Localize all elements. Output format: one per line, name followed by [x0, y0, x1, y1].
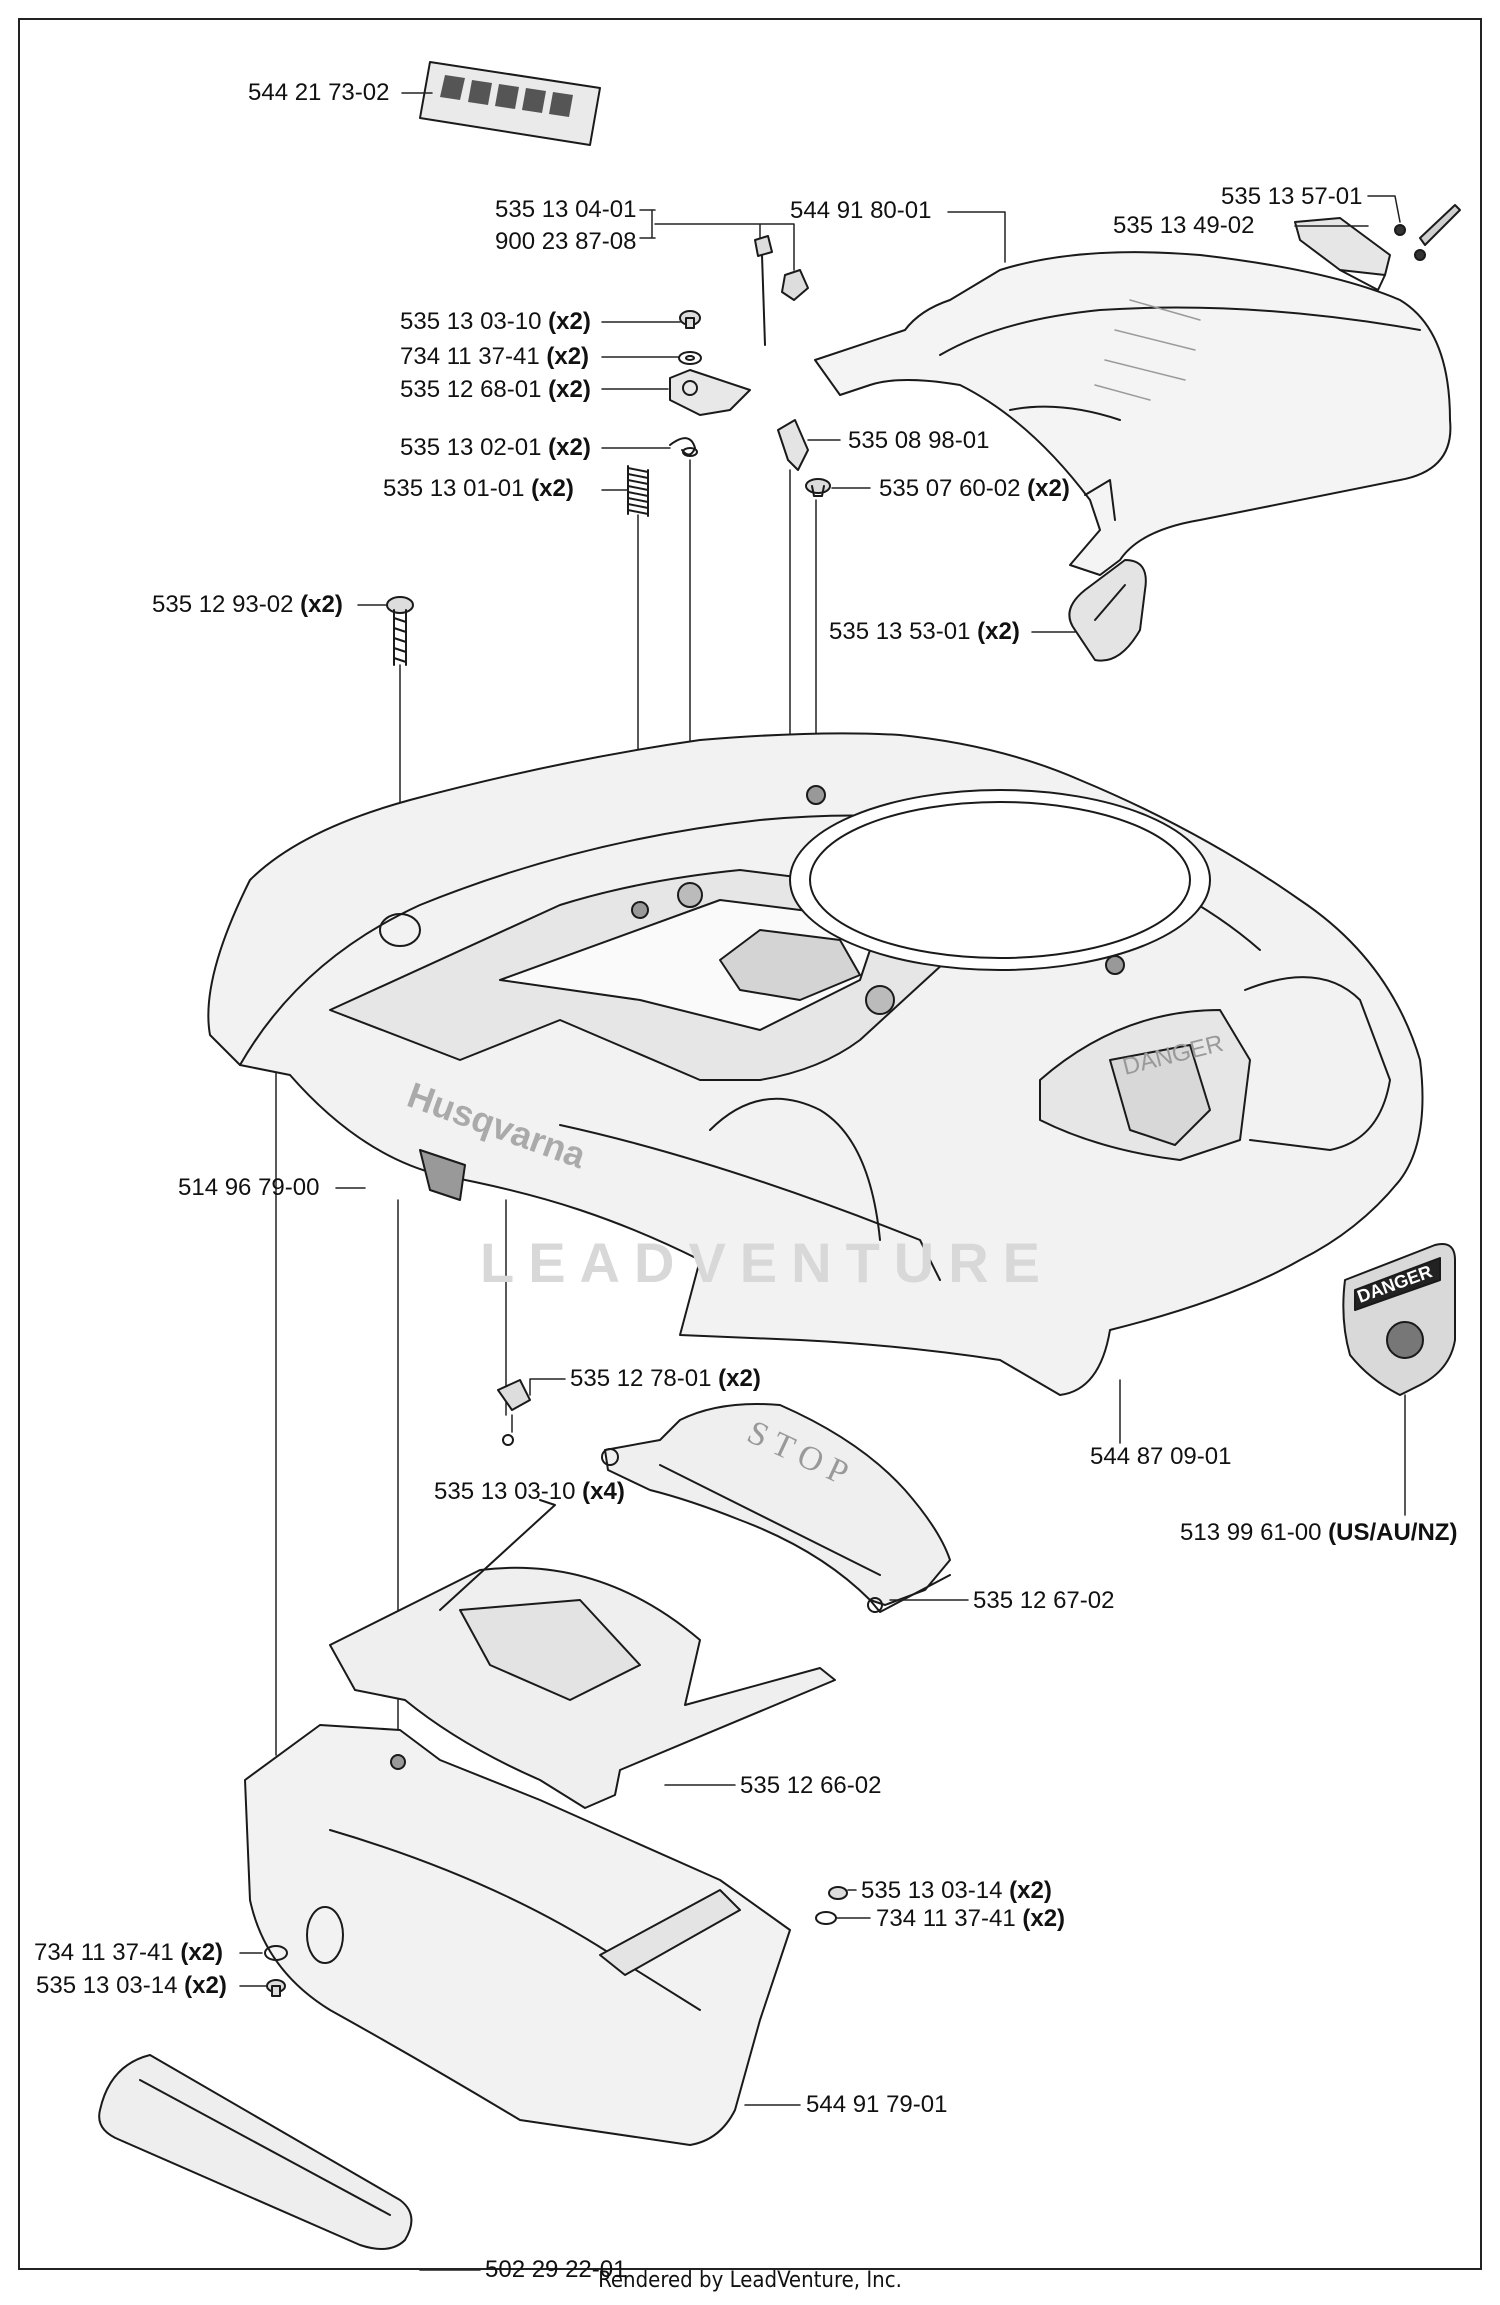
bracket-part: [669, 369, 751, 416]
washer-front-right-part: [815, 1911, 837, 1925]
label-stop-hinge: 535 12 78-01 (x2): [570, 1365, 761, 1392]
label-screw-front-left: 535 13 03-14 (x2): [36, 1972, 227, 1999]
hinge-part: [1068, 559, 1147, 662]
long-screw-part: [386, 596, 414, 666]
label-hinge: 535 13 53-01 (x2): [829, 618, 1020, 645]
label-cable-tie: 535 13 04-01: [495, 196, 637, 223]
label-pin: 535 13 57-01: [1221, 183, 1363, 210]
label-o-ring: 514 96 79-00: [178, 1174, 320, 1201]
label-bracket: 535 12 68-01 (x2): [400, 376, 591, 403]
grommet-part: [805, 478, 831, 497]
stop-hinge-part: [497, 1379, 531, 1446]
label-washer-top: 734 11 37-41 (x2): [400, 343, 590, 370]
label-grommet: 535 07 60-02 (x2): [879, 475, 1070, 502]
label-screw-front-right: 535 13 03-14 (x2): [861, 1877, 1052, 1904]
screw-front-right-part: [828, 1886, 848, 1900]
label-long-screw: 535 12 93-02 (x2): [152, 591, 343, 618]
watermark: LEADVENTURE: [480, 1231, 1055, 1294]
sensor-clip-part: [777, 269, 809, 471]
label-stop-cover: 535 12 67-02: [973, 1587, 1115, 1614]
cable-tie-part: [754, 235, 773, 346]
screw-top-part: [679, 310, 701, 329]
label-spring: 535 13 01-01 (x2): [383, 475, 574, 502]
label-sensor-clip: 535 08 98-01: [848, 427, 990, 454]
label-screw-top: 535 13 03-10 (x2): [400, 308, 591, 335]
pin-part: [1394, 204, 1461, 261]
body-shell-part: [207, 732, 1424, 1396]
display-cover-part: [329, 1499, 836, 1809]
label-handle: 502 29 22-01: [485, 2256, 627, 2283]
label-body: 544 87 09-01: [1090, 1443, 1232, 1470]
label-decal-set: 544 21 73-02: [248, 79, 390, 106]
handle-part: [98, 2054, 413, 2250]
diagram-frame: [18, 18, 1482, 2270]
spring-part: [627, 465, 649, 517]
label-screw-stop: 535 13 03-10 (x4): [434, 1478, 625, 1505]
label-display-cover: 535 12 66-02: [740, 1772, 882, 1799]
label-washer-front-left-qty: (x2): [173, 1939, 224, 1966]
label-leaders: [239, 92, 1401, 2271]
danger-decal-part: [1342, 1243, 1456, 1396]
stop-cover-part: [601, 1403, 951, 1613]
label-spring-clip: 535 13 02-01 (x2): [400, 434, 591, 461]
screw-front-left-part: [266, 1979, 286, 1997]
label-lid-latch: 535 13 49-02: [1113, 212, 1255, 239]
spring-clip-part: [669, 437, 698, 457]
washer-top-part: [678, 351, 702, 365]
lid-latch-part: [1294, 217, 1391, 291]
label-washer-front-left: 734 11 37-41 (x2): [34, 1939, 224, 1966]
decal-set-part: [419, 61, 601, 146]
front-bumper-part: [244, 1724, 791, 2146]
top-cover-part: [814, 251, 1452, 576]
label-washer-front-right: 734 11 37-41 (x2): [876, 1905, 1066, 1932]
label-danger-decal: 513 99 61-00 (US/AU/NZ): [1180, 1519, 1458, 1546]
label-top-cover: 544 91 80-01: [790, 197, 932, 224]
footer-credit: Rendered by LeadVenture, Inc.: [598, 2268, 902, 2293]
label-front-bumper: 544 91 79-01: [806, 2091, 948, 2118]
washer-front-left-part: [264, 1945, 288, 1961]
label-cable-tie-alt: 900 23 87-08: [495, 228, 637, 255]
